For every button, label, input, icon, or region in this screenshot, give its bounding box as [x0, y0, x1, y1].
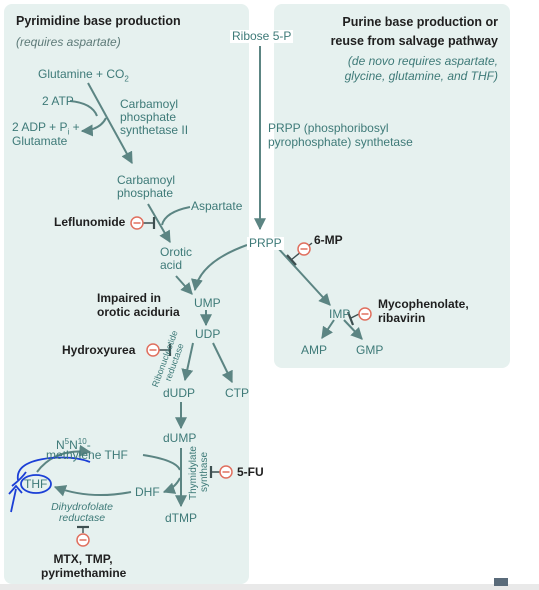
mycophenolate-inhibitor-icon	[358, 307, 372, 321]
arrow-atp-in	[69, 100, 98, 117]
handwritten-annotation	[8, 456, 91, 513]
arrow-prpp-to-imp	[276, 246, 331, 306]
arrow-adp-out	[80, 117, 107, 137]
arrow-orotic-to-ump	[175, 275, 193, 295]
dump-label: dUMP	[163, 431, 197, 445]
ctp-label: CTP	[225, 386, 249, 400]
prpp-label: PRPP	[247, 236, 284, 250]
methylene-thf-label: methylene THF	[46, 448, 128, 462]
arrow-methylene-thf-in	[142, 454, 181, 471]
hydroxyurea-inhibitor-icon	[146, 343, 160, 357]
six-mp-label: 6-MP	[314, 233, 343, 247]
dtmp-label: dTMP	[165, 511, 198, 525]
thf-pointer-arrow-annotation	[8, 484, 23, 513]
pyrimidine-title: Pyrimidine base production	[16, 14, 181, 28]
inhibitor-icons	[76, 216, 372, 547]
arrow-dhf-to-thf	[53, 485, 132, 497]
purine-subtitle-line1: (de novo requires aspartate,	[347, 54, 498, 68]
arrow-aspartate-in	[161, 206, 191, 226]
dhf-label: DHF	[135, 485, 160, 499]
purine-subtitle-line2: glycine, glutamine, and THF)	[344, 69, 498, 83]
arrow-carbamoyl-to-orotic	[147, 203, 171, 244]
mtx-inhibitor-icon	[76, 533, 90, 547]
six-mp-inhibitor-icon	[297, 242, 311, 256]
corner-icon	[494, 578, 508, 586]
impaired-label-line2: orotic aciduria	[97, 305, 180, 319]
imp-label: IMP	[329, 307, 351, 321]
n5n10-label: N5N10-	[56, 437, 91, 452]
udp-label: UDP	[195, 327, 221, 341]
leflunomide-label: Leflunomide	[54, 215, 126, 229]
ump-label: UMP	[194, 296, 221, 310]
gmp-label: GMP	[356, 343, 384, 357]
arrow-thf-to-methylene	[36, 444, 92, 473]
atp-label: 2 ATP	[42, 94, 74, 108]
purine-title-line2: reuse from salvage pathway	[330, 34, 498, 48]
cps2-label-line3: synthetase II	[120, 123, 189, 137]
orotic-acid-line2: acid	[160, 258, 183, 272]
glutamine-co2-label: Glutamine + CO2	[38, 67, 129, 84]
pyrimidine-subtitle: (requires aspartate)	[16, 35, 121, 49]
mtx-label-line1: MTX, TMP,	[53, 552, 113, 566]
leflunomide-inhibitor-icon	[130, 216, 144, 230]
thf-cycle-arrow-annotation	[16, 456, 91, 481]
five-fu-label: 5-FU	[237, 465, 264, 479]
hydroxyurea-label: Hydroxyurea	[62, 343, 136, 357]
arrow-glutamine-to-carbamoyl-phosphate	[87, 82, 133, 165]
amp-label: AMP	[301, 343, 328, 357]
purine-title-line1: Purine base production or	[342, 15, 498, 29]
adp-label: 2 ADP + Pi +	[12, 120, 80, 137]
arrow-dhf-out	[162, 477, 181, 494]
thf-circle-annotation	[20, 474, 52, 494]
cps2-label-line1: Carbamoyl	[120, 97, 179, 111]
arrow-imp-to-amp	[321, 319, 335, 339]
arrow-udp-to-dudp	[181, 342, 194, 382]
prpp-synthetase-line2: pyrophosphate) synthetase	[268, 135, 413, 149]
fu-inhibitor-icon	[219, 465, 233, 479]
glutamate-label: Glutamate	[12, 134, 68, 148]
bottom-scrollbar-track	[0, 584, 539, 590]
thf-label: THF	[24, 477, 48, 491]
mtx-label-line2: pyrimethamine	[41, 566, 127, 580]
mycophenolate-line1: Mycophenolate,	[378, 297, 469, 311]
mycophenolate-line2: ribavirin	[378, 311, 426, 325]
mycophenolate-inhibit-bar	[346, 311, 355, 326]
prpp-synthetase-line1: PRPP (phosphoribosyl	[268, 121, 389, 135]
ribose-5p-label: Ribose 5-P	[230, 29, 294, 43]
arrow-udp-to-ctp	[212, 342, 233, 384]
cps2-label-line2: phosphate	[120, 110, 177, 124]
carbamoyl-phosphate-line1: Carbamoyl	[117, 173, 176, 187]
carbamoyl-phosphate-line2: phosphate	[117, 186, 174, 200]
aspartate-label: Aspartate	[191, 199, 243, 213]
arrow-prpp-to-ump	[191, 244, 248, 292]
arrow-imp-to-gmp	[343, 319, 363, 340]
orotic-acid-line1: Orotic	[160, 245, 193, 259]
dudp-label: dUDP	[163, 386, 196, 400]
pyrimidine-panel	[4, 4, 249, 584]
purine-panel	[274, 4, 510, 368]
impaired-label-line1: Impaired in	[97, 291, 162, 305]
